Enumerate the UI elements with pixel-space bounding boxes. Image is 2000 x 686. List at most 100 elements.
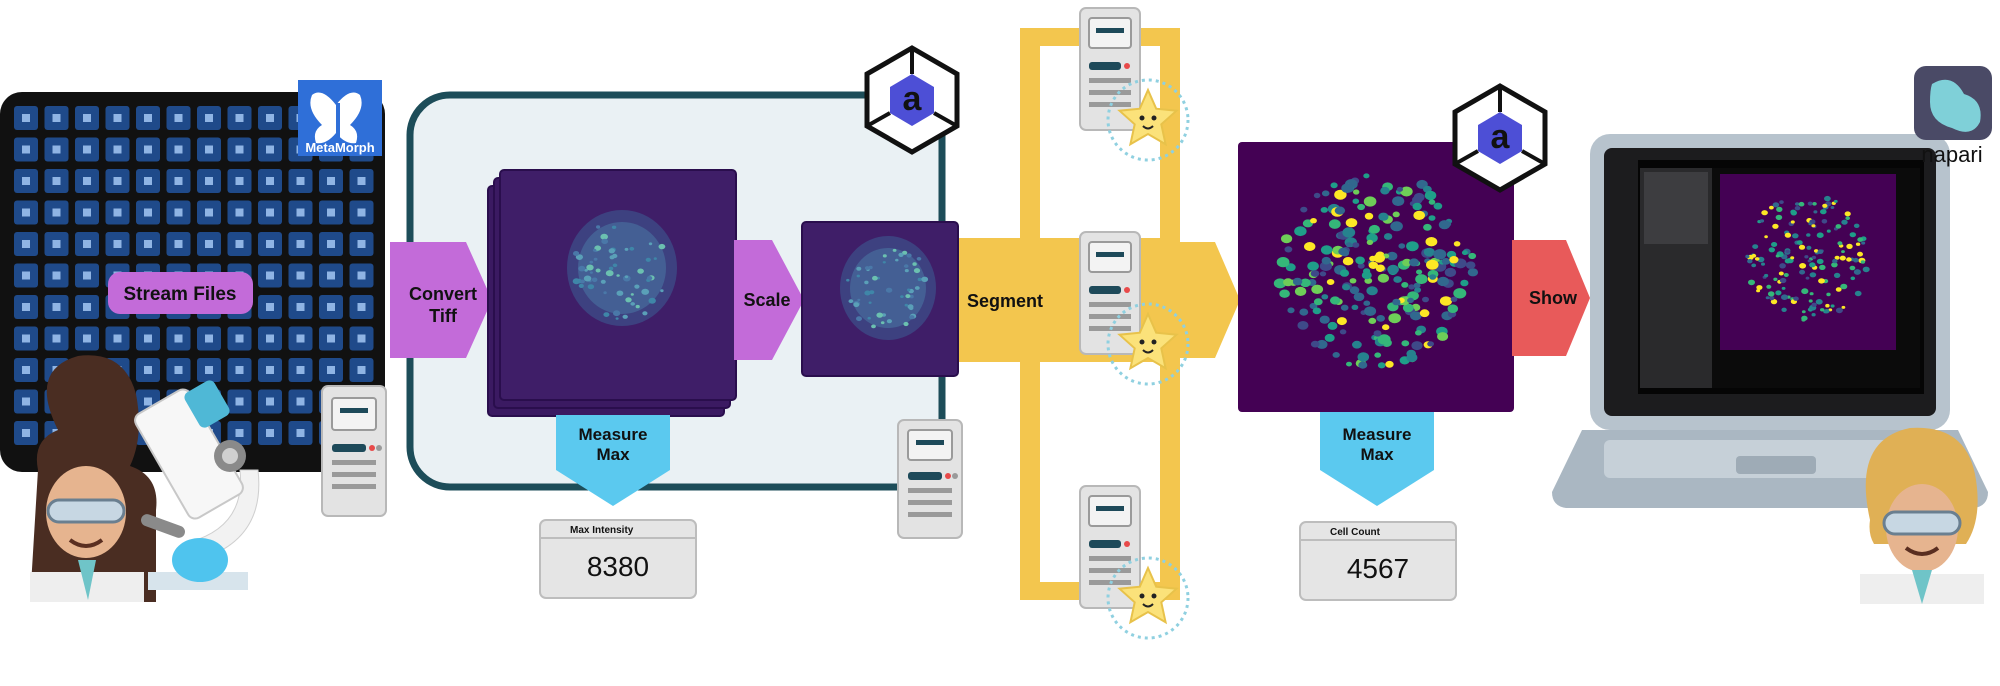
cell-blob — [1400, 186, 1413, 197]
well-center — [266, 303, 274, 311]
cell-blob — [1401, 340, 1410, 347]
cell-blob — [1767, 291, 1775, 297]
cell-blob — [1357, 203, 1365, 211]
cell-blob — [593, 257, 598, 261]
well-center — [144, 397, 152, 406]
cell-blob — [1830, 304, 1835, 308]
cell-blob — [589, 260, 594, 264]
cell-blob — [907, 304, 914, 310]
cell-blob — [1830, 206, 1835, 209]
scaled-image — [801, 221, 959, 377]
cell-blob — [625, 297, 632, 303]
measure2-label-1: Measure — [1343, 425, 1412, 444]
cell-blob — [864, 290, 871, 296]
well-center — [205, 240, 213, 248]
well-center — [22, 208, 30, 217]
cell-blob — [1769, 296, 1775, 301]
laptop-icon — [1552, 134, 1988, 508]
cell-blob — [907, 288, 911, 292]
cell-blob — [616, 290, 624, 296]
well-center — [357, 366, 366, 374]
cell-blob — [1307, 261, 1319, 271]
well-center — [266, 145, 274, 154]
cell-blob — [608, 266, 614, 271]
metamorph-logo-text: MetaMorph — [305, 140, 374, 155]
cell-blob — [1790, 220, 1795, 224]
segment-label: Segment — [967, 291, 1043, 311]
cell-blob — [1385, 360, 1394, 368]
cell-blob — [648, 242, 653, 246]
cell-blob — [578, 265, 586, 272]
cell-blob — [1835, 224, 1842, 229]
well-center — [296, 240, 305, 248]
well-center — [144, 145, 152, 154]
cell-blob — [1790, 210, 1798, 216]
max-intensity-readout: Max Intensity 8380 — [539, 519, 697, 599]
cell-blob — [1320, 245, 1333, 255]
cell-blob — [1311, 284, 1324, 294]
cell-blob — [1369, 224, 1380, 234]
well-center — [296, 177, 305, 185]
cell-blob — [1846, 243, 1853, 249]
cell-blob — [1324, 333, 1335, 342]
well-center — [357, 303, 366, 311]
cell-blob — [1793, 296, 1799, 301]
cell-blob — [1294, 286, 1307, 296]
well-center — [83, 271, 91, 280]
well-center — [113, 208, 122, 217]
cell-blob — [1465, 261, 1476, 270]
cell-blob — [1380, 186, 1390, 195]
cell-blob — [886, 319, 893, 324]
cell-blob — [1393, 276, 1402, 283]
well-center — [266, 429, 274, 437]
well-center — [235, 397, 244, 406]
cell-blob — [1402, 258, 1412, 267]
cell-blob — [892, 248, 897, 252]
well-center — [174, 334, 183, 343]
well-center — [235, 145, 244, 154]
cell-blob — [867, 316, 871, 320]
cell-blob — [1429, 274, 1437, 280]
well-center — [83, 334, 91, 343]
cell-blob — [1438, 220, 1451, 230]
well-center — [266, 114, 274, 122]
cell-blob — [1374, 352, 1382, 358]
cell-blob — [1387, 264, 1399, 275]
well-center — [266, 177, 274, 185]
cell-blob — [1792, 233, 1799, 239]
cell-blob — [645, 257, 651, 262]
cell-blob — [1794, 206, 1801, 211]
max-intensity-title: Max Intensity — [570, 525, 634, 536]
cell-blob — [609, 255, 615, 260]
well-center — [22, 366, 30, 374]
cell-blob — [1390, 221, 1403, 232]
well-center — [144, 240, 152, 248]
cell-blob — [1770, 299, 1778, 305]
well-center — [296, 334, 305, 343]
stream-files-pill: Stream Files — [108, 272, 253, 314]
well-center — [205, 114, 213, 122]
cell-blob — [1401, 282, 1409, 288]
cell-blob — [1809, 262, 1816, 268]
server-icon — [1079, 231, 1190, 386]
well-center — [174, 145, 183, 154]
cell-blob — [1453, 288, 1467, 299]
convert-tiff-arrow: Convert Tiff — [390, 242, 492, 358]
cell-blob — [1461, 250, 1468, 256]
cell-blob — [1433, 249, 1447, 260]
cell-blob — [624, 247, 629, 251]
cell-blob — [1294, 226, 1307, 237]
cell-blob — [1825, 303, 1830, 308]
cell-blob — [900, 295, 904, 298]
star-mascot-icon — [1106, 78, 1190, 162]
cell-blob — [1377, 273, 1389, 283]
cell-blob — [1808, 299, 1813, 303]
cell-blob — [1334, 189, 1347, 200]
cell-blob — [1846, 257, 1852, 262]
scale-label: Scale — [743, 290, 790, 310]
cell-blob — [1304, 242, 1316, 251]
cell-blob — [848, 299, 854, 304]
cell-blob — [906, 253, 912, 258]
cell-blob — [882, 254, 887, 258]
well-center — [52, 177, 61, 185]
